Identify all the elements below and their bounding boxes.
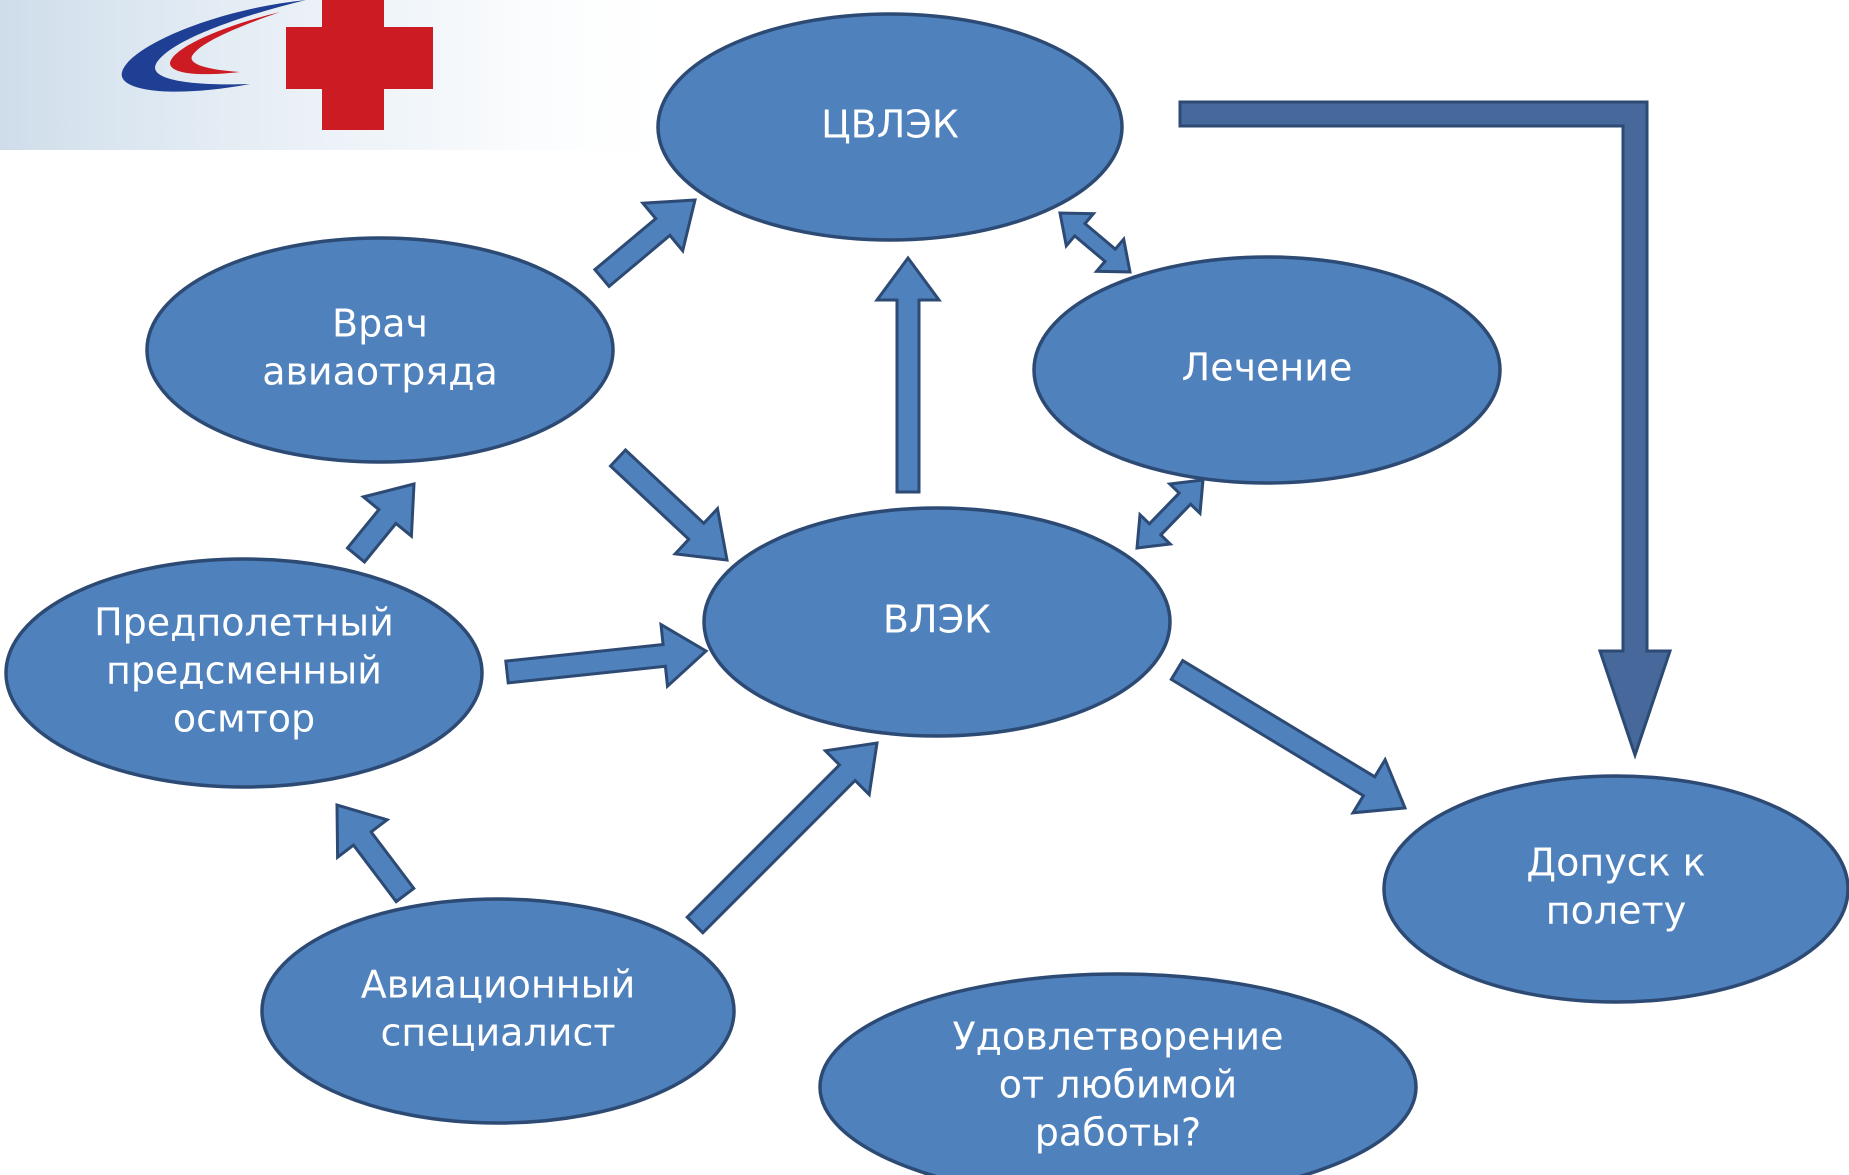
node-dopusk-label-line: полету bbox=[1546, 889, 1686, 933]
node-aviatsionny-label-line: Авиационный bbox=[361, 963, 636, 1007]
node-dopusk-shape bbox=[1382, 774, 1849, 1004]
node-udovletvorenie-shape bbox=[818, 972, 1418, 1175]
node-vrach-label-line: авиаотряда bbox=[262, 350, 498, 394]
node-lechenie: Лечение bbox=[1032, 255, 1502, 485]
node-udovletvorenie-label-line: Удовлетворение bbox=[953, 1015, 1284, 1059]
node-udovletvorenie-label-line: от любимой bbox=[999, 1063, 1237, 1107]
node-predpoletny-shape bbox=[4, 557, 484, 789]
arrow-vrach-to-vlek bbox=[608, 447, 729, 562]
arrow-tsvlek-to-dopusk bbox=[1178, 100, 1673, 760]
node-udovletvorenie-label-line: работы? bbox=[1035, 1111, 1201, 1155]
node-dopusk-label-line: Допуск к bbox=[1526, 841, 1705, 885]
node-aviatsionny-label-line: специалист bbox=[381, 1011, 616, 1055]
node-lechenie-label-line: Лечение bbox=[1182, 346, 1353, 390]
node-vrach-label-line: Врач bbox=[332, 302, 428, 346]
node-vlek: ВЛЭК bbox=[702, 506, 1172, 738]
node-predpoletny-label-line: Предполетный bbox=[94, 601, 394, 645]
node-aviatsionny-shape bbox=[260, 897, 736, 1125]
edges bbox=[335, 100, 1673, 935]
arrow-predpoletny-to-vlek bbox=[504, 621, 709, 690]
logo-swoosh bbox=[121, 0, 307, 92]
node-vlek-shape bbox=[702, 506, 1172, 738]
node-vlek-label-line: ВЛЭК bbox=[883, 598, 991, 642]
double-arrow-tsvlek-to-lechenie bbox=[1058, 211, 1132, 274]
arrow-vlek-to-dopusk bbox=[1169, 658, 1408, 815]
node-tsvlek: ЦВЛЭК bbox=[656, 12, 1124, 242]
node-predpoletny-label-line: предсменный bbox=[106, 649, 382, 693]
logo-swoosh-inner bbox=[170, 12, 280, 75]
arrow-vlek-to-tsvlek bbox=[874, 255, 942, 494]
node-tsvlek-label-line: ЦВЛЭК bbox=[821, 103, 959, 147]
arrow-predpoletny-to-vrach bbox=[345, 482, 416, 565]
arrow-vrach-to-tsvlek bbox=[592, 198, 697, 289]
aviation-medicine-logo bbox=[121, 0, 433, 130]
double-arrow-lechenie-to-vlek bbox=[1135, 478, 1205, 550]
node-tsvlek-shape bbox=[656, 12, 1124, 242]
arrow-aviatsionny-to-vlek bbox=[685, 741, 879, 935]
node-predpoletny-label-line: осмтор bbox=[173, 697, 315, 741]
logo-red-cross bbox=[286, 0, 433, 130]
node-lechenie-shape bbox=[1032, 255, 1502, 485]
arrow-aviatsionny-to-predpoletny bbox=[335, 802, 416, 904]
node-vrach-shape bbox=[145, 236, 615, 464]
